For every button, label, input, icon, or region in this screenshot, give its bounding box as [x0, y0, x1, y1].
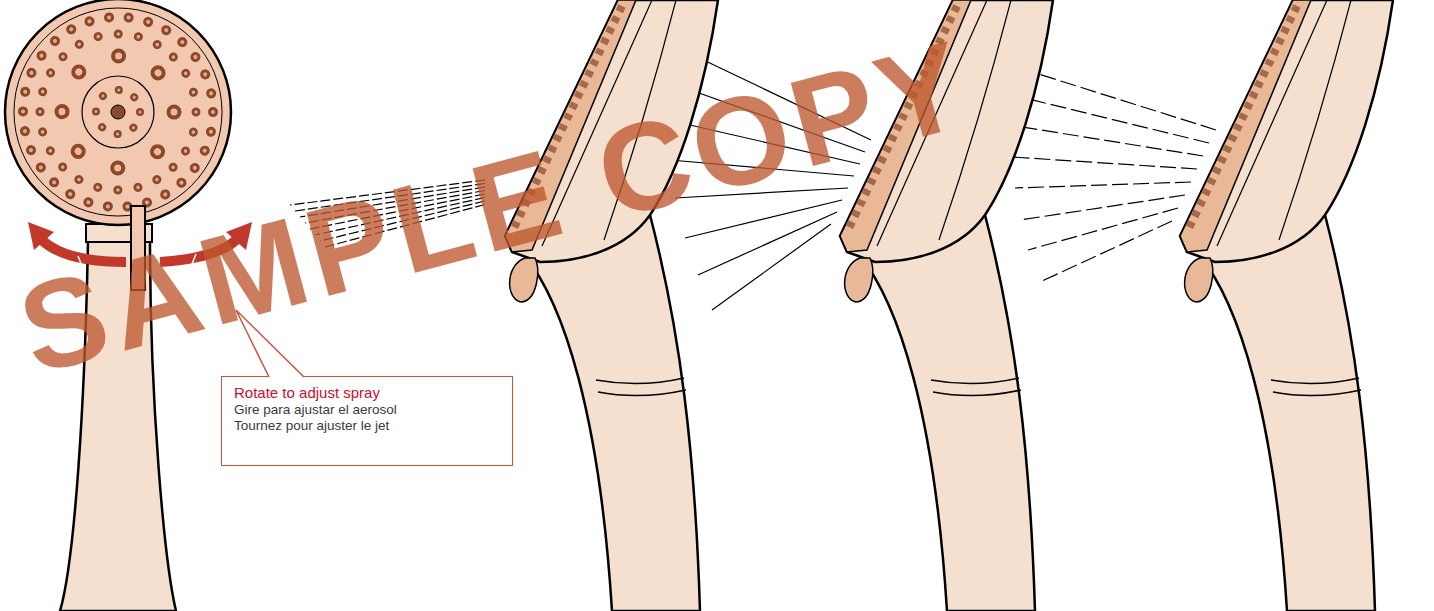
callout-box: Rotate to adjust sprayGire para ajustar … — [221, 376, 513, 466]
callout-text: Gire para ajustar el aerosol — [234, 402, 500, 418]
callout-text: Tournez pour ajuster le jet — [234, 418, 500, 434]
callout-heading: Rotate to adjust spray — [234, 384, 500, 402]
